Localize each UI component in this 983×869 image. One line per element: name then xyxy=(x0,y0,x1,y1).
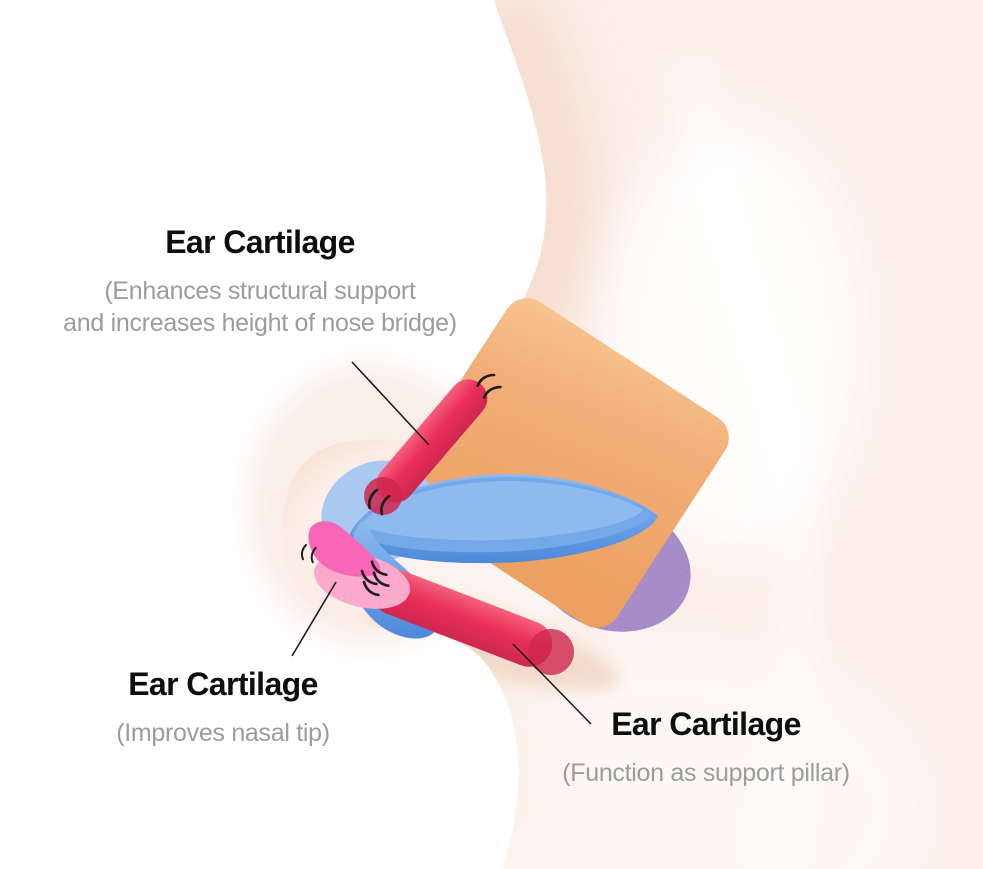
chin-area-highlight xyxy=(390,640,930,869)
support-pillar-graft-rod xyxy=(371,569,574,675)
bridge-graft-rod xyxy=(364,379,488,515)
annotation-lines xyxy=(291,361,592,725)
upper-lateral-cartilage-shape xyxy=(348,474,658,564)
annotation-line-tip xyxy=(291,581,337,657)
annotation-line-pillar xyxy=(512,643,592,725)
annotation-line-bridge xyxy=(351,361,430,446)
nasal-tip-graft-shapes xyxy=(308,521,410,609)
